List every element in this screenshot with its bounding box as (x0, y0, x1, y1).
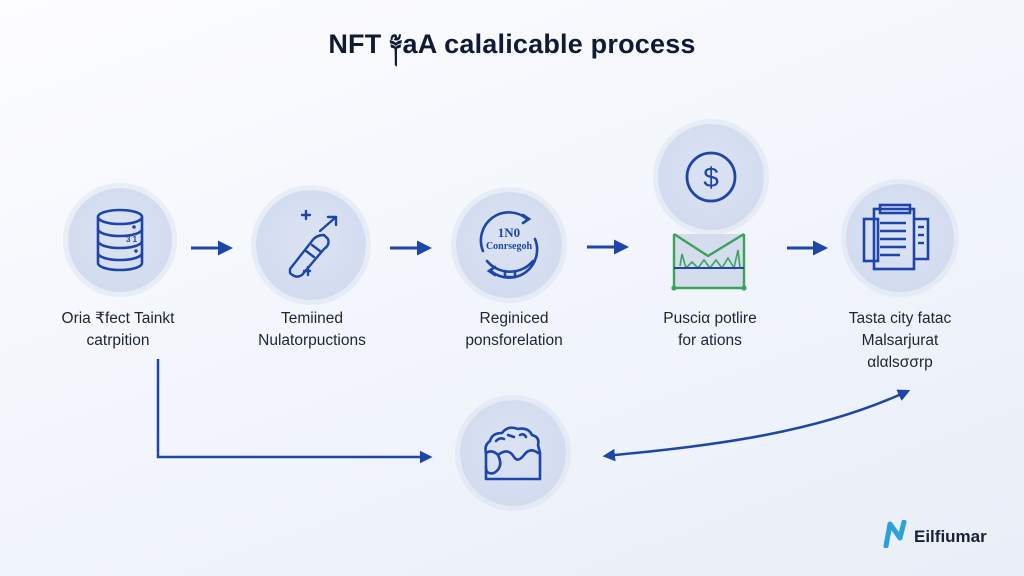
chart-envelope-icon (670, 230, 750, 299)
step-2-label-line-1: Temiined (280, 310, 344, 327)
hand-pointer-icon (276, 205, 346, 285)
step-5-label-line-2: Malsarjurat (861, 332, 939, 349)
step-5-label: Tasta city fatac Malsarjurat αlαlsσσrp (810, 308, 990, 374)
step-6-node[interactable] (460, 400, 566, 506)
step-2-label-line-2: Nulatorpuctions (258, 332, 366, 349)
curve-arrow-step6-step5 (602, 389, 911, 462)
brand-logo: Eilfiumar (882, 519, 987, 553)
database-icon: 3 1 (88, 205, 152, 275)
cycle-icon: 1N0 Conrsegoh (469, 205, 549, 285)
step-3-node[interactable]: 1N0 Conrsegoh (456, 192, 562, 298)
step-4-label-line-1: Pusciα potlire (663, 310, 757, 327)
step-2-node[interactable] (256, 190, 366, 300)
dollar-coin-icon: $ (683, 149, 739, 205)
step-5-label-line-1: Tasta city fatac (848, 310, 952, 327)
step-5-label-line-3: αlαlsσσrp (867, 354, 933, 371)
brand-name: Eilfiumar (914, 526, 987, 546)
svg-text:$: $ (703, 162, 719, 193)
step-3-label-line-2: ponsforelation (465, 332, 563, 349)
step-1-label-line-2: catrpition (86, 332, 150, 349)
step-4-node[interactable]: $ (658, 124, 764, 230)
cycle-icon-text-top: 1N0 (497, 225, 521, 240)
elbow-arrow-step1-step6 (156, 359, 433, 464)
step-5-node[interactable] (846, 184, 954, 292)
documents-icon (860, 203, 940, 273)
cycle-icon-text-bottom: Conrsegoh (485, 241, 533, 252)
step-4-label-line-2: for ations (678, 332, 742, 349)
step-2-label: Temiined Nulatorpuctions (222, 308, 402, 352)
n-logo-icon (882, 519, 910, 553)
step-1-label-line-1: Oria ₹fect Tainkt (61, 310, 175, 327)
step-3-label: Reginiced ponsforelation (424, 308, 604, 352)
svg-text:3 1: 3 1 (126, 235, 138, 244)
step-4-label: Pusciα potlire for ations (620, 308, 800, 352)
step-1-label: Oria ₹fect Tainkt catrpition (28, 308, 208, 352)
step-3-label-line-1: Reginiced (479, 310, 549, 327)
diagram-title: NFT ༈aA calalicable process (328, 29, 696, 59)
cloud-box-icon (480, 423, 546, 483)
step-1-node[interactable]: 3 1 (68, 188, 172, 292)
